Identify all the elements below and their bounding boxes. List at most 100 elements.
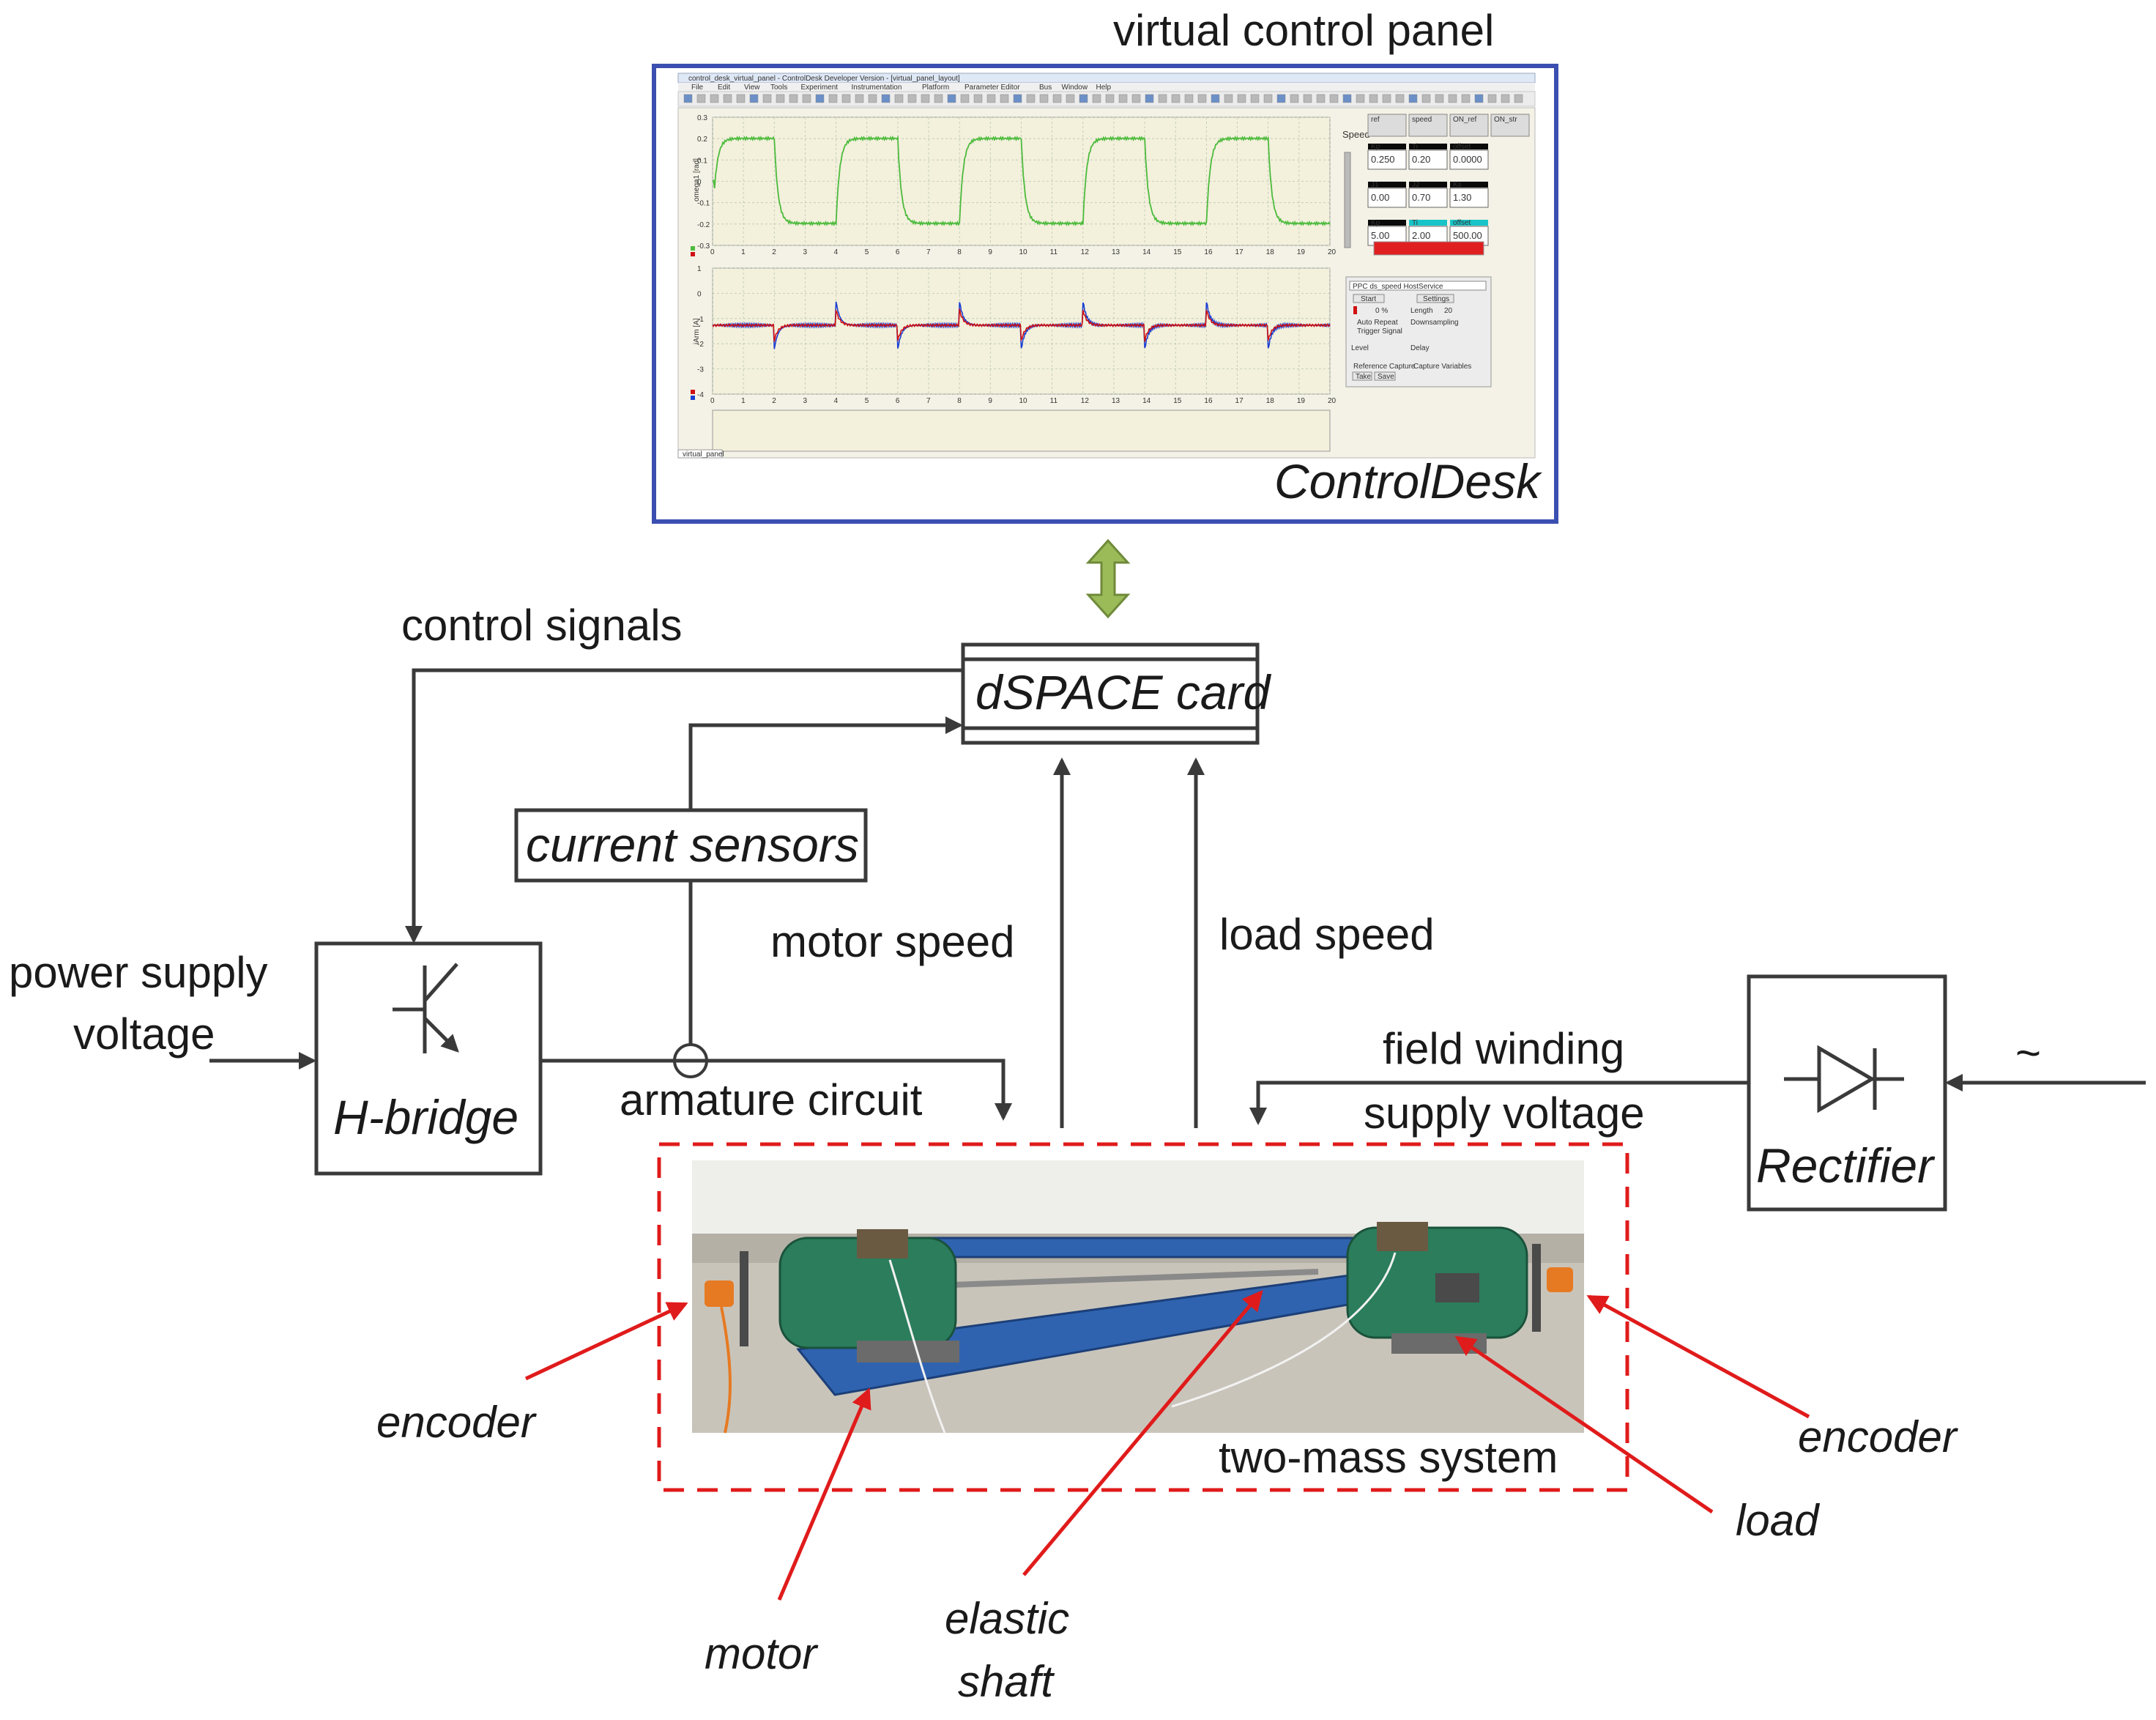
motor-speed-label: motor speed: [770, 917, 1015, 966]
toolbar-button[interactable]: [1474, 94, 1484, 103]
toolbar-button[interactable]: [1224, 94, 1233, 103]
toolbar-button[interactable]: [828, 94, 838, 103]
toolbar-button[interactable]: [789, 94, 798, 103]
capture-dropdown[interactable]: [1349, 281, 1487, 291]
toolbar-button[interactable]: [1184, 94, 1194, 103]
x-tick-label: 12: [1081, 248, 1090, 256]
capture-start-button[interactable]: [1353, 294, 1385, 303]
toolbar-button[interactable]: [868, 94, 877, 103]
toolbar-button[interactable]: [762, 94, 772, 103]
toolbar-button[interactable]: [1118, 94, 1128, 103]
menu-item: Window: [1062, 84, 1088, 92]
toolbar-button[interactable]: [1237, 94, 1246, 103]
toolbar-button[interactable]: [1052, 94, 1062, 103]
x-tick-label: 6: [896, 397, 900, 405]
toolbar-button[interactable]: [1250, 94, 1260, 103]
toolbar-button[interactable]: [1501, 94, 1510, 103]
panel-title: virtual control panel: [1113, 6, 1494, 55]
capture-save-button[interactable]: [1374, 371, 1396, 381]
toolbar-button[interactable]: [973, 94, 983, 103]
toolbar-button[interactable]: [934, 94, 943, 103]
toolbar-button[interactable]: [1145, 94, 1154, 103]
toolbar-button[interactable]: [1039, 94, 1049, 103]
x-tick-label: 15: [1173, 248, 1182, 256]
toolbar-button[interactable]: [736, 94, 746, 103]
y-tick-label: -1: [697, 316, 704, 324]
toolbar-button[interactable]: [1079, 94, 1088, 103]
toolbar-button[interactable]: [710, 94, 719, 103]
toolbar-button[interactable]: [881, 94, 891, 103]
toolbar-button[interactable]: [1158, 94, 1167, 103]
side-header-label: ref: [1371, 116, 1380, 124]
toolbar-button[interactable]: [683, 94, 693, 103]
toolbar-button[interactable]: [1171, 94, 1181, 103]
toolbar-button[interactable]: [1000, 94, 1009, 103]
toolbar-button[interactable]: [815, 94, 825, 103]
toolbar-button[interactable]: [960, 94, 970, 103]
toolbar-button[interactable]: [1435, 94, 1444, 103]
toolbar-button[interactable]: [1382, 94, 1391, 103]
side-value-field[interactable]: [1367, 149, 1407, 170]
toolbar-button[interactable]: [1105, 94, 1115, 103]
field-winding-wire: [1249, 1080, 1749, 1125]
menu-item: Tools: [770, 84, 787, 92]
toolbar-button[interactable]: [1395, 94, 1405, 103]
toolbar-button[interactable]: [1329, 94, 1339, 103]
toolbar-button[interactable]: [841, 94, 851, 103]
x-tick-label: 9: [988, 397, 992, 405]
toolbar-button[interactable]: [1448, 94, 1457, 103]
toolbar-button[interactable]: [749, 94, 759, 103]
toolbar-button[interactable]: [1514, 94, 1523, 103]
toolbar-button[interactable]: [1197, 94, 1207, 103]
side-header-box: [1408, 114, 1448, 137]
side-value-field[interactable]: [1408, 149, 1448, 170]
toolbar-button[interactable]: [855, 94, 864, 103]
current-sensors-label: current sensors: [526, 818, 859, 872]
toolbar-button[interactable]: [1316, 94, 1326, 103]
menu-item: Help: [1096, 84, 1112, 92]
two-mass-label: two-mass system: [1219, 1433, 1558, 1482]
toolbar-button[interactable]: [1290, 94, 1299, 103]
toolbar-button[interactable]: [1421, 94, 1431, 103]
toolbar-button[interactable]: [723, 94, 732, 103]
toolbar-button[interactable]: [1131, 94, 1141, 103]
toolbar-button[interactable]: [1013, 94, 1022, 103]
toolbar-button[interactable]: [1356, 94, 1365, 103]
panel-tab[interactable]: [677, 449, 723, 459]
menu-item: Experiment: [801, 84, 839, 92]
side-value-field[interactable]: [1367, 188, 1407, 208]
toolbar-button[interactable]: [947, 94, 956, 103]
shaft-pointer: [1022, 1289, 1263, 1576]
toolbar-button[interactable]: [1026, 94, 1036, 103]
side-value-field[interactable]: [1408, 188, 1448, 208]
toolbar-button[interactable]: [1408, 94, 1418, 103]
side-value: 0.70: [1412, 192, 1430, 203]
side-value-field[interactable]: [1449, 149, 1489, 170]
toolbar-button[interactable]: [986, 94, 996, 103]
toolbar-button[interactable]: [696, 94, 706, 103]
toolbar-button[interactable]: [1263, 94, 1273, 103]
capture-take-button[interactable]: [1352, 371, 1372, 381]
toolbar-button[interactable]: [1066, 94, 1075, 103]
toolbar-button[interactable]: [921, 94, 930, 103]
toolbar-button[interactable]: [894, 94, 904, 103]
toolbar-button[interactable]: [802, 94, 811, 103]
speed-slider[interactable]: [1344, 152, 1351, 248]
side-value-field[interactable]: [1449, 188, 1489, 208]
toolbar-button[interactable]: [907, 94, 917, 103]
toolbar-button[interactable]: [1461, 94, 1471, 103]
toolbar-button[interactable]: [776, 94, 785, 103]
toolbar-button[interactable]: [1211, 94, 1220, 103]
x-tick-label: 2: [772, 248, 776, 256]
toolbar-button[interactable]: [1303, 94, 1312, 103]
toolbar-button[interactable]: [1369, 94, 1378, 103]
toolbar-button[interactable]: [1092, 94, 1101, 103]
side-value-header: [1450, 144, 1488, 149]
side-value-name: Ti: [1412, 219, 1418, 227]
toolbar-button[interactable]: [1276, 94, 1286, 103]
toolbar-button[interactable]: [1342, 94, 1352, 103]
side-value: 1.30: [1453, 192, 1471, 203]
toolbar-button[interactable]: [1487, 94, 1497, 103]
capture-settings-button[interactable]: [1416, 294, 1454, 303]
